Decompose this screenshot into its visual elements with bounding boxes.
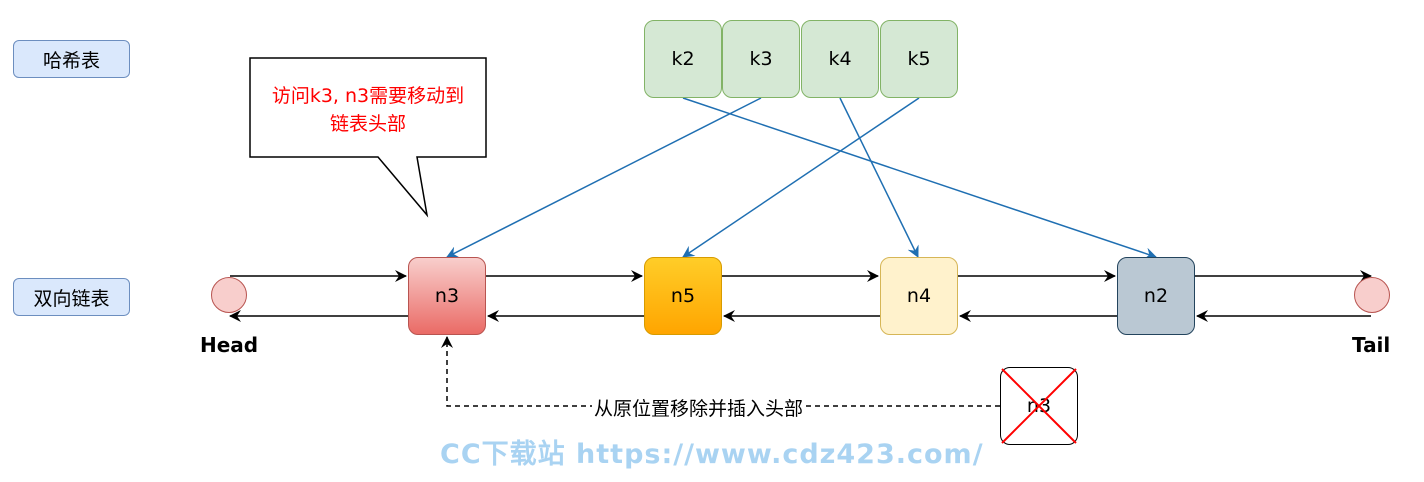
node-n2: n2 — [1117, 257, 1195, 335]
watermark: CC下载站 https://www.cdz423.com/ — [440, 439, 984, 470]
removed-node-label: n3 — [1026, 395, 1052, 417]
hash-table-label: 哈希表 — [13, 40, 130, 78]
head-sentinel — [211, 277, 247, 313]
move-label: 从原位置移除并插入头部 — [592, 394, 806, 421]
node-n5: n5 — [644, 257, 722, 335]
move-path — [441, 336, 1000, 407]
key-k4: k4 — [801, 20, 879, 98]
callout-line-1: 访问k3, n3需要移动到 — [271, 85, 465, 107]
tail-label: Tail — [1352, 333, 1391, 357]
head-label: Head — [200, 333, 259, 357]
callout-text: 访问k3, n3需要移动到 链表头部 — [250, 82, 486, 138]
key-k3: k3 — [722, 20, 800, 98]
pointer-k3-n3 — [446, 97, 762, 258]
callout-line-2: 链表头部 — [329, 113, 406, 135]
removed-node-n3: n3 — [1000, 367, 1078, 445]
pointer-k5-n5 — [682, 97, 920, 258]
key-k5: k5 — [880, 20, 958, 98]
node-n4: n4 — [880, 257, 958, 335]
pointer-k4-n4 — [839, 97, 919, 258]
callout-bubble — [249, 57, 487, 218]
tail-sentinel — [1354, 277, 1390, 313]
pointer-k2-n2 — [682, 97, 1157, 260]
node-n3: n3 — [408, 257, 486, 335]
linked-list-label: 双向链表 — [13, 278, 130, 316]
key-k2: k2 — [644, 20, 722, 98]
